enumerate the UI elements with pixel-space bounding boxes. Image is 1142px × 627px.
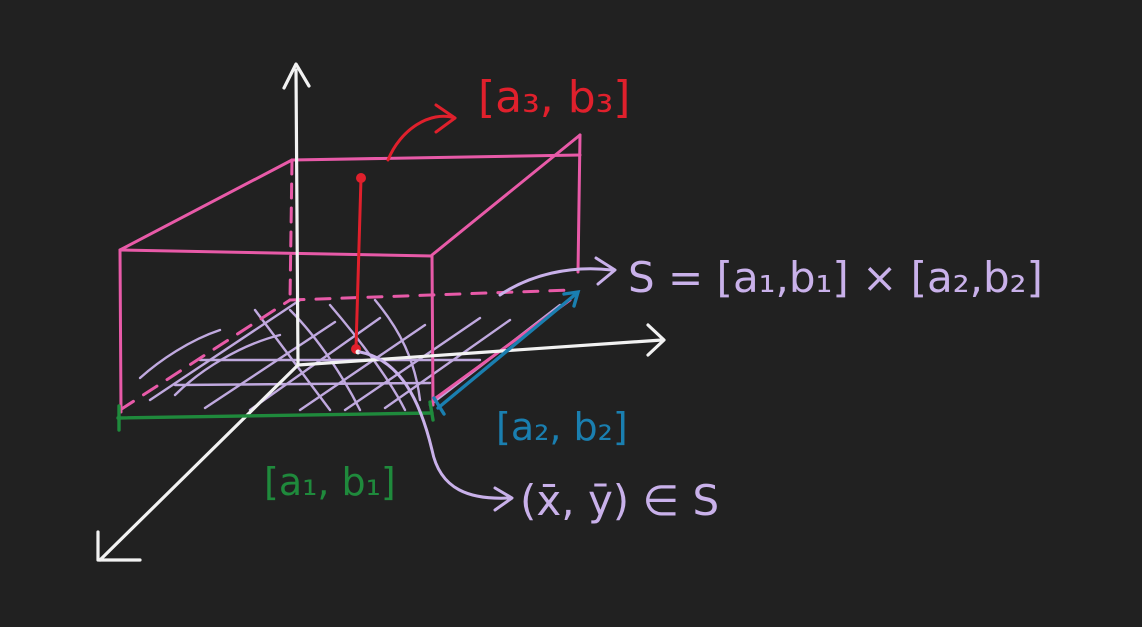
label-S: S = [a₁,b₁] × [a₂,b₂]	[628, 253, 1043, 302]
x-axis	[98, 363, 300, 562]
interval-a2b2	[432, 289, 581, 416]
interval-a3b3-segment	[354, 176, 363, 350]
top-point	[356, 173, 366, 183]
y-axis-arrowhead	[646, 323, 666, 357]
z-axis	[294, 68, 300, 367]
arrow-a3b3	[386, 103, 457, 162]
interval-a1b1	[116, 400, 435, 432]
label-a3b3: [a₃, b₃]	[478, 72, 630, 123]
label-a2b2: [a₂, b₂]	[496, 405, 628, 449]
y-axis	[296, 338, 664, 367]
x-axis-arrowhead	[96, 530, 142, 562]
label-point: (x̄, ȳ) ∈ S	[520, 476, 719, 525]
arrow-point	[358, 350, 514, 512]
box-edges	[118, 133, 582, 414]
axes	[96, 62, 666, 562]
z-axis-arrowhead	[282, 62, 311, 90]
arrow-S	[498, 256, 617, 297]
label-a1b1: [a₁, b₁]	[264, 460, 396, 504]
